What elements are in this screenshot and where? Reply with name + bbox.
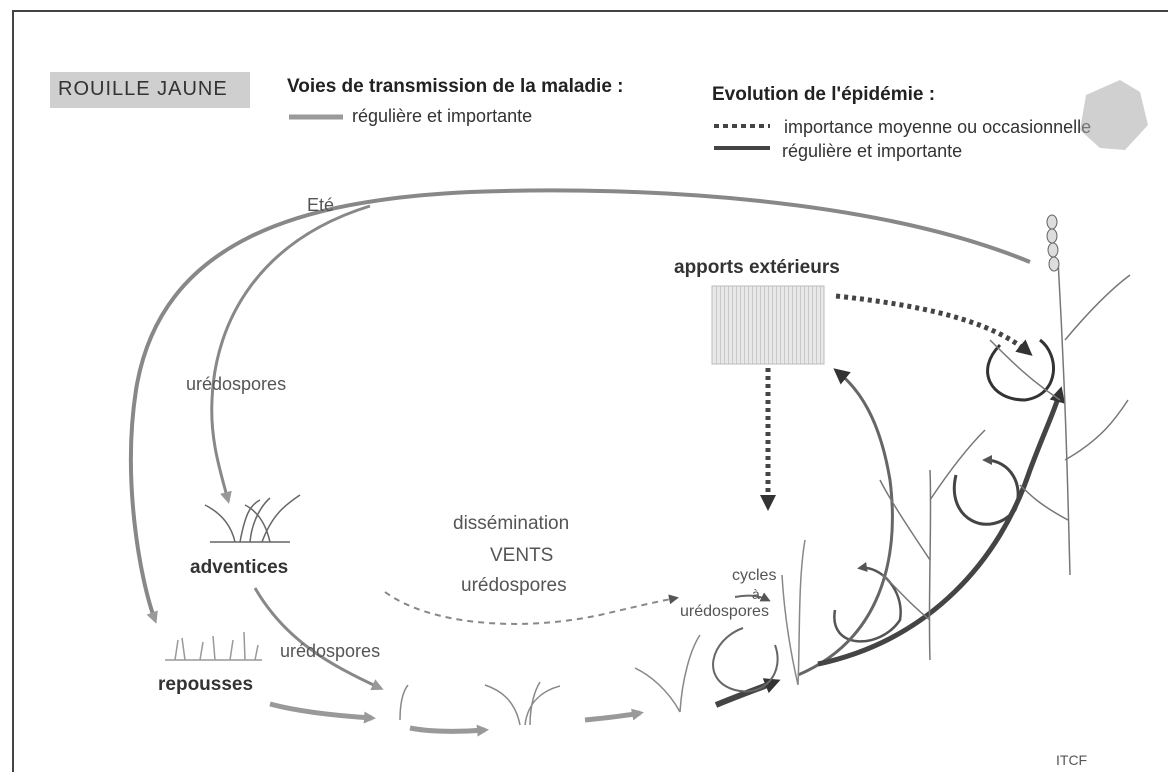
summer-label: Eté — [307, 195, 335, 215]
stain-mark — [1080, 80, 1148, 150]
dissemination-label: dissémination — [453, 513, 570, 534]
cycle-circle-large — [952, 455, 1020, 526]
title-box — [50, 72, 250, 108]
seedlings — [399, 539, 806, 726]
evolution-medium-label: importance moyenne ou occasionnelle — [784, 117, 1092, 137]
rising-arc-dark — [817, 386, 1066, 667]
uredospores-wind-label: urédospores — [461, 575, 567, 596]
ground-arrow-2 — [409, 724, 489, 737]
ground-arrow-1 — [269, 701, 376, 724]
evolution-header: Evolution de l'épidémie : — [712, 84, 936, 105]
transmission-regular-label: régulière et importante — [352, 106, 533, 126]
wheat-plants — [879, 259, 1131, 661]
credit-label: ITCF — [1056, 752, 1088, 768]
wind-arrow — [384, 591, 679, 625]
wheat-ear — [1046, 214, 1060, 272]
cycles-a-label: à — [752, 586, 760, 602]
external-supply-label: apports extérieurs — [674, 257, 840, 278]
repousses-label: repousses — [158, 674, 254, 695]
cycle-circle-top — [986, 338, 1055, 402]
cycle-circle-mid — [833, 562, 902, 643]
cycle-arrow-small — [734, 592, 771, 602]
evolution-regular-label: régulière et importante — [782, 141, 963, 161]
supply-right-arrow — [835, 293, 1033, 356]
diagram-title: ROUILLE JAUNE — [58, 78, 228, 100]
figure-frame — [12, 10, 1168, 772]
vents-label: VENTS — [490, 545, 554, 566]
adventices-label: adventices — [190, 557, 289, 578]
uredospores-left-label: urédospores — [186, 374, 287, 394]
adventices-plant — [204, 494, 301, 543]
adventices-arrow — [253, 587, 384, 691]
summer-branch-arc — [210, 204, 371, 504]
repousses-plants — [165, 631, 262, 661]
uredospores-bottom-label: urédospores — [280, 641, 381, 661]
summer-arc — [128, 188, 1031, 624]
rising-arc-grey — [797, 368, 894, 677]
ground-arrow-3 — [584, 708, 644, 723]
cycles-uredospores-label: urédospores — [680, 603, 769, 620]
transmission-header: Voies de transmission de la maladie : — [287, 76, 624, 97]
cycles-label: cycles — [732, 567, 777, 584]
external-supply-block — [711, 285, 825, 365]
cycle-circle-small — [712, 627, 779, 693]
